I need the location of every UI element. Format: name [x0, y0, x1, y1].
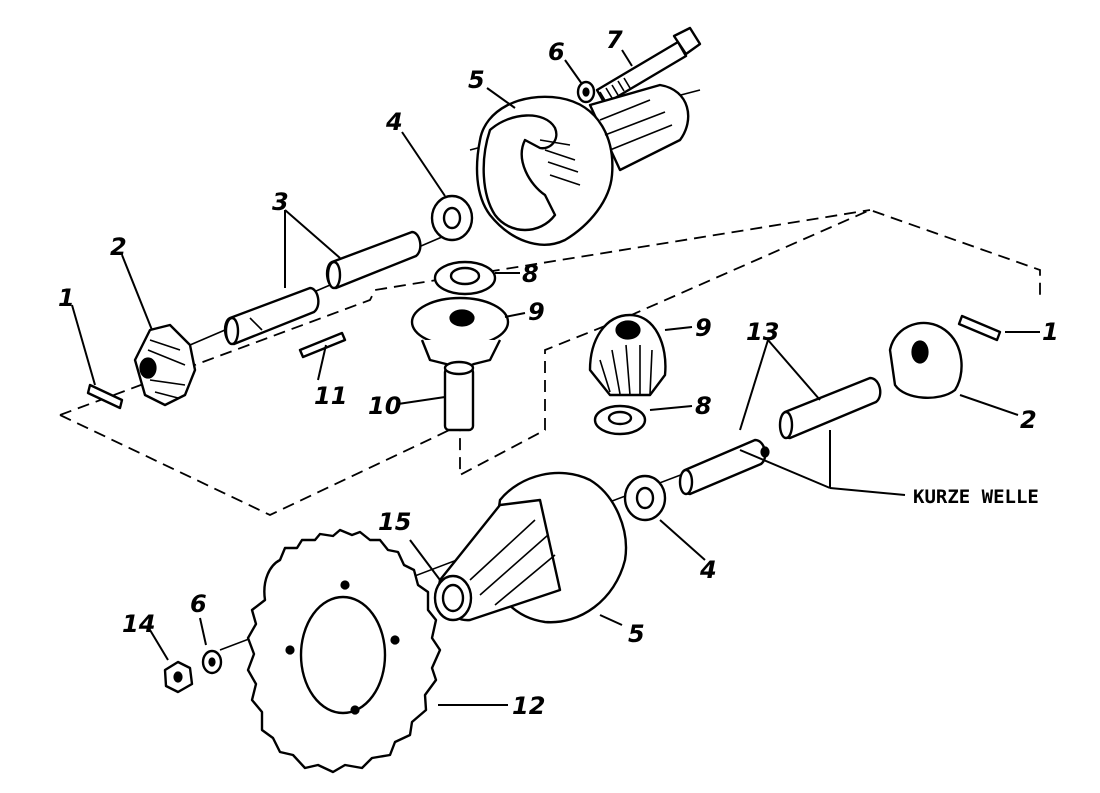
bevel-gear-right: [888, 321, 963, 399]
housing-upper: [475, 83, 690, 246]
label-pin-right: 1: [1042, 318, 1059, 346]
label-small-washer-upper: 6: [548, 38, 565, 66]
pin-right: [957, 314, 1002, 342]
dashed-assembly-outline: [59, 209, 1041, 516]
label-bevel-gear-left: 2: [110, 233, 127, 261]
label-small-washer-lower: 6: [190, 590, 207, 618]
label-shaft-left: 3: [272, 188, 289, 216]
label-washer-lower: 4: [699, 556, 717, 584]
leader-lines: [71, 49, 1040, 706]
label-cross-pin: 10: [368, 392, 401, 420]
label-bevel-gear-right: 2: [1020, 406, 1037, 434]
pinion-upper: [410, 296, 510, 372]
label-thrust-washer-upper: 8: [522, 260, 539, 288]
label-bushing: 15: [378, 508, 411, 536]
label-nut: 14: [122, 610, 155, 638]
label-housing-lower: 5: [628, 620, 645, 648]
label-housing-upper: 5: [468, 66, 485, 94]
shaft-left: [223, 230, 422, 346]
bolt: [595, 26, 702, 106]
shaft-right: [678, 376, 882, 496]
pinion-lower: [588, 313, 667, 397]
dashed-assembly-outline-left: [59, 209, 871, 416]
label-pinion-upper: 9: [528, 298, 545, 326]
label-shaft-right: 13: [746, 318, 779, 346]
label-bolt: 7: [606, 26, 623, 54]
label-pin-left: 1: [58, 284, 75, 312]
bevel-gear-left: [133, 323, 197, 407]
label-pin-small: 11: [314, 382, 347, 410]
cross-pin: [443, 360, 475, 432]
label-thrust-washer-lower: 8: [695, 392, 712, 420]
sprocket: [246, 528, 442, 774]
caption-kurze-welle: KURZE WELLE: [913, 486, 1039, 508]
label-sprocket: 12: [512, 692, 545, 720]
housing-lower: [433, 471, 628, 624]
label-pinion-lower: 9: [695, 314, 712, 342]
pin-left: [86, 383, 124, 410]
pin-small: [298, 331, 347, 359]
label-washer-upper: 4: [385, 108, 403, 136]
